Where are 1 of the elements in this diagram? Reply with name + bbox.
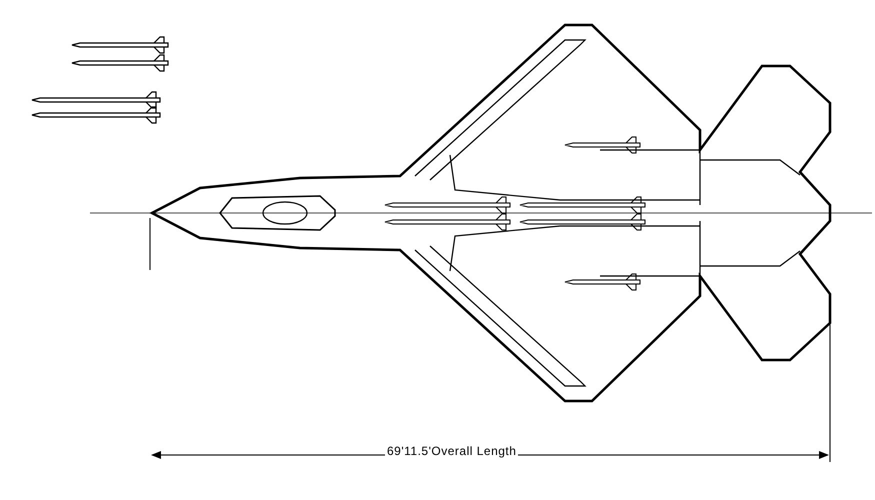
- dimension-label: 69'11.5'Overall Length: [385, 444, 518, 458]
